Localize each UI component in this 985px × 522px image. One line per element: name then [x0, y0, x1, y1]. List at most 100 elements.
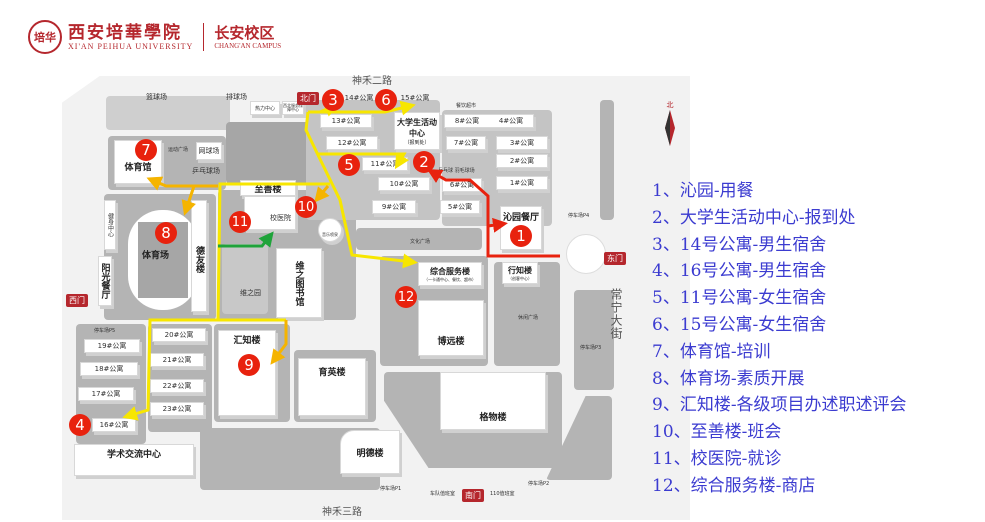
fleet-duty-room[interactable]: 车队值班室	[430, 491, 456, 497]
south-gate[interactable]: 南门	[462, 489, 484, 502]
activity-center-sub: （报到处）	[404, 139, 430, 146]
marker-7[interactable]: 7	[135, 139, 157, 161]
restaurant-north[interactable]: 餐饮超市	[456, 103, 477, 109]
legend-item: 8、体育场-素质开展	[652, 368, 805, 389]
apartment-9[interactable]: 9#公寓	[372, 200, 416, 214]
divider	[203, 23, 205, 51]
parking-p3[interactable]: 停车场P3	[580, 345, 602, 351]
duty-110-room[interactable]: 110值班室	[490, 491, 515, 497]
boyuan-building[interactable]: 博远楼	[418, 300, 484, 356]
marker-1[interactable]: 1	[510, 225, 532, 247]
apartment-14[interactable]: 14#公寓	[344, 94, 374, 102]
north-arrow-icon	[665, 110, 675, 146]
heat-center[interactable]: 热力中心	[250, 101, 280, 115]
marker-5[interactable]: 5	[338, 154, 360, 176]
legend-item: 4、16号公寓-男生宿舍	[652, 261, 827, 282]
gewu-building[interactable]: 格物楼	[440, 372, 546, 430]
parking-p3-block	[574, 290, 614, 390]
university-name-cn: 西安培華學院	[68, 22, 182, 43]
activity-center-label: 大学生活动中心	[397, 117, 437, 138]
student-activity-center[interactable]: 大学生活动中心（报到处）	[394, 112, 440, 150]
volleyball-court[interactable]: 排球场	[226, 93, 247, 101]
apartment-11[interactable]: 11#公寓	[362, 157, 408, 171]
legend-item: 2、大学生活动中心-报到处	[652, 207, 856, 228]
apartment-17[interactable]: 17#公寓	[78, 387, 134, 401]
apartment-6[interactable]: 6#公寓	[442, 178, 482, 192]
campus-name-cn: 长安校区	[214, 23, 275, 42]
apartment-20[interactable]: 20#公寓	[152, 328, 206, 342]
deyou-building[interactable]: 德友楼	[191, 200, 207, 312]
marker-4[interactable]: 4	[69, 414, 91, 436]
north-gate[interactable]: 北门	[297, 92, 319, 105]
legend-item: 5、11号公寓-女生宿舍	[652, 288, 827, 309]
legend-item: 3、14号公寓-男生宿舍	[652, 234, 827, 255]
apartment-1[interactable]: 1#公寓	[496, 176, 548, 190]
weizhi-garden[interactable]: 维之园	[240, 289, 261, 297]
compass-north-label: 北	[666, 101, 674, 109]
apartment-12[interactable]: 12#公寓	[326, 136, 378, 150]
courts-block	[106, 96, 230, 130]
academic-exchange-center[interactable]: 学术交流中心	[74, 444, 194, 476]
university-logo: 培华 西安培華學院 XI'AN PEIHUA UNIVERSITY 长安校区 C…	[28, 20, 281, 54]
stadium[interactable]: 体育场	[142, 251, 170, 261]
xingzhi-label: 行知楼	[508, 265, 532, 275]
marker-3[interactable]: 3	[322, 89, 344, 111]
road-east: 常宁大街	[609, 288, 623, 340]
xingzhi-building[interactable]: 行知楼（创客中心）	[502, 262, 538, 284]
apartment-19[interactable]: 19#公寓	[84, 339, 140, 353]
apartment-10[interactable]: 10#公寓	[378, 177, 430, 191]
legend-item: 12、综合服务楼-商店	[652, 475, 816, 496]
apartment-7[interactable]: 7#公寓	[446, 136, 486, 150]
tennis-court[interactable]: 网球场	[196, 142, 222, 160]
legend-item: 9、汇知楼-各级项目办述职述评会	[652, 395, 907, 416]
apartment-5[interactable]: 5#公寓	[440, 200, 480, 214]
apartment-15[interactable]: 15#公寓	[400, 94, 430, 102]
clinic[interactable]: 校医院	[244, 196, 296, 230]
library[interactable]: 维之图书馆	[276, 248, 322, 318]
legend-item: 1、沁园-用餐	[652, 181, 754, 201]
legend-item: 7、体育馆-培训	[652, 341, 771, 362]
apartment-18[interactable]: 18#公寓	[80, 362, 138, 376]
pingpong-court[interactable]: 乒乓球场	[192, 167, 220, 175]
legend-item: 6、15号公寓-女生宿舍	[652, 314, 827, 335]
parking-p2[interactable]: 停车场P2	[528, 481, 550, 487]
zhishan-building[interactable]: 至善楼	[240, 180, 296, 196]
east-gate-plaza	[566, 234, 606, 274]
parking-p1[interactable]: 停车场P1	[380, 486, 402, 492]
apartment-23[interactable]: 23#公寓	[150, 402, 204, 416]
zonghe-sub: （一卡通中心、餐饮、超市）	[424, 276, 476, 282]
west-gate[interactable]: 西门	[66, 294, 88, 307]
marker-2[interactable]: 2	[413, 151, 435, 173]
parking-p4[interactable]: 停车场P4	[568, 213, 590, 219]
east-gate[interactable]: 东门	[604, 252, 626, 265]
legend-item: 11、校医院-就诊	[652, 448, 782, 469]
apartment-2[interactable]: 2#公寓	[496, 154, 548, 168]
yuying-building[interactable]: 育英楼	[298, 358, 366, 416]
marker-12[interactable]: 12	[395, 286, 417, 308]
pingpong-badminton[interactable]: 乒乓球 羽毛球场	[438, 168, 475, 174]
apartment-22[interactable]: 22#公寓	[150, 379, 204, 393]
apartment-3[interactable]: 3#公寓	[496, 136, 548, 150]
sunshine-restaurant[interactable]: 阳光餐厅	[98, 256, 112, 306]
apartment-8[interactable]: 8#公寓	[454, 117, 480, 125]
music-fountain[interactable]: 音乐喷泉	[318, 218, 342, 242]
apartment-16[interactable]: 16#公寓	[92, 418, 136, 432]
marker-6[interactable]: 6	[375, 89, 397, 111]
marker-11[interactable]: 11	[229, 211, 251, 233]
fitness-center[interactable]: 健身中心	[104, 200, 116, 250]
marker-10[interactable]: 10	[295, 196, 317, 218]
marker-8[interactable]: 8	[155, 222, 177, 244]
sports-square: 运动广场	[168, 147, 189, 153]
marker-9[interactable]: 9	[238, 354, 260, 376]
parking-p5[interactable]: 停车场P5	[94, 328, 116, 334]
apartment-4[interactable]: 4#公寓	[498, 117, 524, 125]
basketball-court[interactable]: 篮球场	[146, 93, 167, 101]
apartment-13[interactable]: 13#公寓	[320, 114, 372, 128]
general-service-building[interactable]: 综合服务楼（一卡通中心、餐饮、超市）	[418, 262, 482, 286]
seal-icon: 培华	[28, 20, 62, 54]
mingde-building[interactable]: 明德楼	[340, 430, 400, 474]
university-name-en: XI'AN PEIHUA UNIVERSITY	[68, 41, 194, 51]
apartment-8-4: 8#公寓 4#公寓	[444, 114, 534, 128]
xingzhi-sub: （创客中心）	[508, 275, 532, 281]
apartment-21[interactable]: 21#公寓	[150, 353, 204, 367]
